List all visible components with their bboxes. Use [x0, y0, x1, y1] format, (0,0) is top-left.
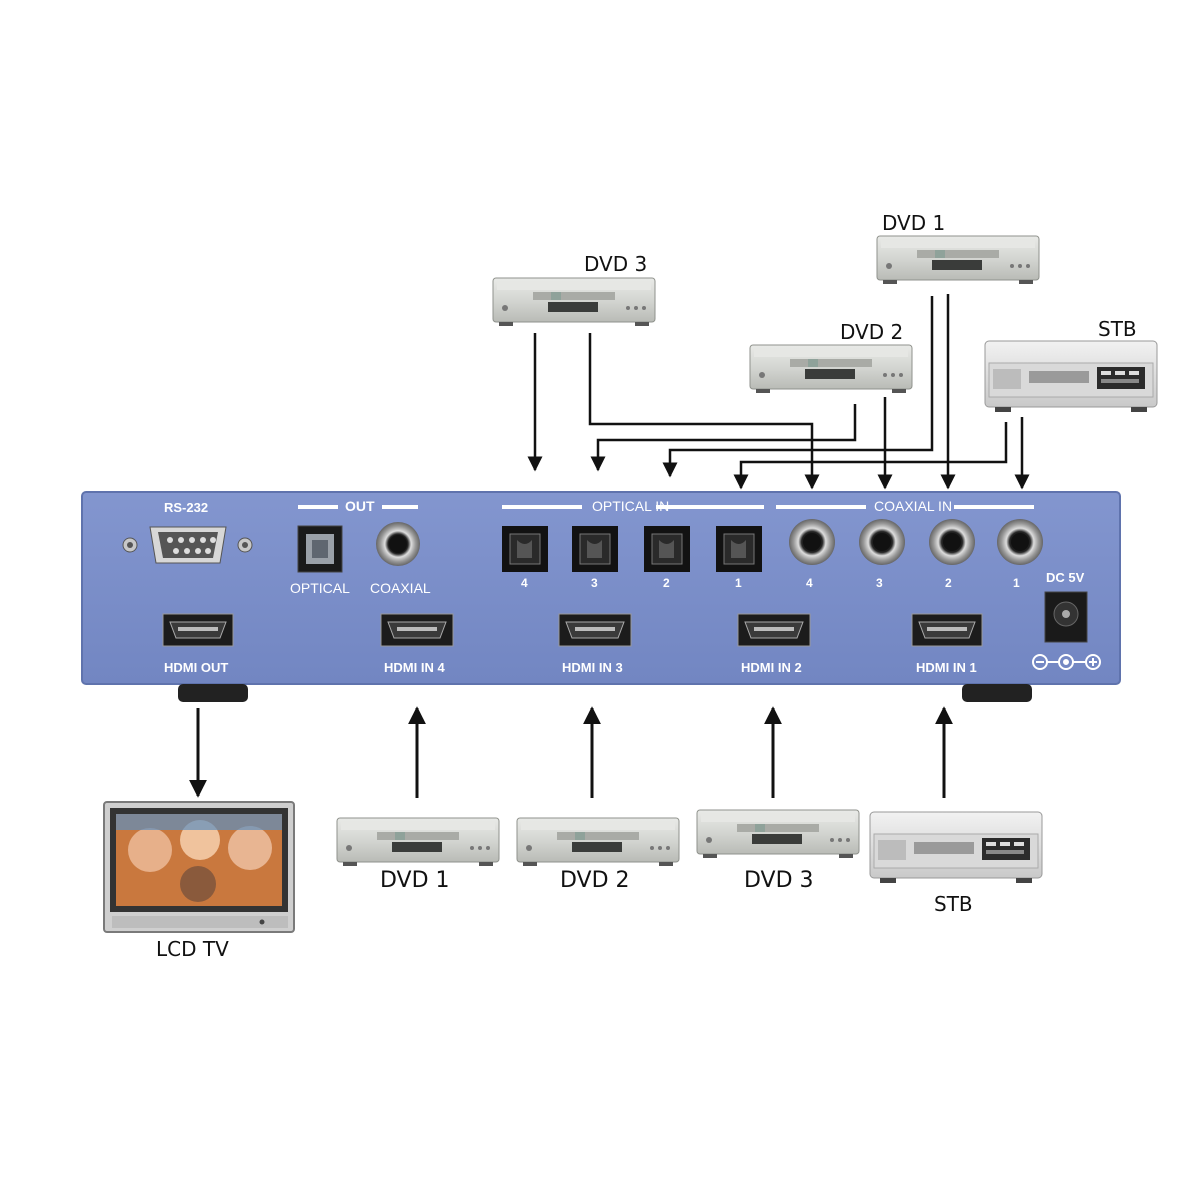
optical-in-ports	[502, 526, 762, 572]
optical-port-icon	[644, 526, 690, 572]
top-dvd3-label: DVD 3	[584, 252, 648, 276]
dvd-player-icon	[696, 809, 860, 859]
hdmi-port-icon	[911, 613, 983, 647]
coaxial-port-icon	[376, 522, 420, 566]
coaxial-in-label: COAXIAL IN	[874, 498, 953, 514]
dc-jack-icon	[1044, 591, 1088, 643]
optical-in-number: 2	[663, 576, 670, 590]
dvd-player-icon	[876, 235, 1040, 285]
coaxial-in-number: 1	[1013, 576, 1020, 590]
coaxial-in-number: 3	[876, 576, 883, 590]
db9-port-icon	[122, 526, 253, 564]
out-label: OUT	[345, 498, 375, 514]
hdmi-port-icon	[737, 613, 811, 647]
hdmi-in1-label: HDMI IN 1	[916, 660, 977, 675]
hdmi-in3-label: HDMI IN 3	[562, 660, 623, 675]
hdmi-out-label: HDMI OUT	[164, 660, 229, 675]
coaxial-in-ports	[789, 519, 1043, 565]
hdmi-port-icon	[380, 613, 454, 647]
bottom-dvd1-label: DVD 1	[380, 868, 450, 893]
coaxial-port-icon	[997, 519, 1043, 565]
hdmi-audio-switcher-panel	[81, 491, 1121, 702]
top-stb-label: STB	[1098, 317, 1137, 341]
coaxial-in-number: 2	[945, 576, 952, 590]
coaxial-port-icon	[789, 519, 835, 565]
lcd-tv-icon	[103, 801, 295, 933]
dvd-player-icon	[749, 344, 913, 394]
dvd-player-icon	[492, 277, 656, 327]
bottom-dvd2-label: DVD 2	[560, 868, 630, 893]
coaxial-port-icon	[859, 519, 905, 565]
optical-in-number: 1	[735, 576, 742, 590]
hdmi-port-icon	[162, 613, 234, 647]
rs232-label: RS-232	[164, 500, 209, 515]
dvd-player-icon	[516, 817, 680, 867]
bottom-dvd3-label: DVD 3	[744, 868, 814, 893]
hdmi-port-icon	[558, 613, 632, 647]
optical-port-icon	[716, 526, 762, 572]
optical-port-icon	[502, 526, 548, 572]
top-dvd1-label: DVD 1	[882, 211, 946, 235]
optical-in-number: 4	[521, 576, 528, 590]
set-top-box-icon	[869, 811, 1043, 884]
hdmi-ports	[162, 613, 983, 647]
signal-arrows-top	[527, 294, 1030, 490]
dc-label: DC 5V	[1046, 570, 1085, 585]
lcd-tv-label: LCD TV	[156, 937, 229, 961]
hdmi-in2-label: HDMI IN 2	[741, 660, 802, 675]
optical-in-label: OPTICAL IN	[592, 498, 670, 514]
coaxial-in-number: 4	[806, 576, 813, 590]
dvd-player-icon	[336, 817, 500, 867]
signal-arrows-bottom	[189, 706, 953, 798]
coaxial-out-label: COAXIAL	[370, 580, 431, 596]
polarity-icon	[1032, 654, 1101, 670]
optical-port-icon	[572, 526, 618, 572]
optical-out-label: OPTICAL	[290, 580, 350, 596]
hdmi-in4-label: HDMI IN 4	[384, 660, 445, 675]
bottom-stb-label: STB	[934, 892, 973, 916]
top-dvd2-label: DVD 2	[840, 320, 904, 344]
set-top-box-icon	[984, 340, 1158, 413]
optical-port-icon	[297, 525, 343, 573]
optical-in-number: 3	[591, 576, 598, 590]
coaxial-port-icon	[929, 519, 975, 565]
